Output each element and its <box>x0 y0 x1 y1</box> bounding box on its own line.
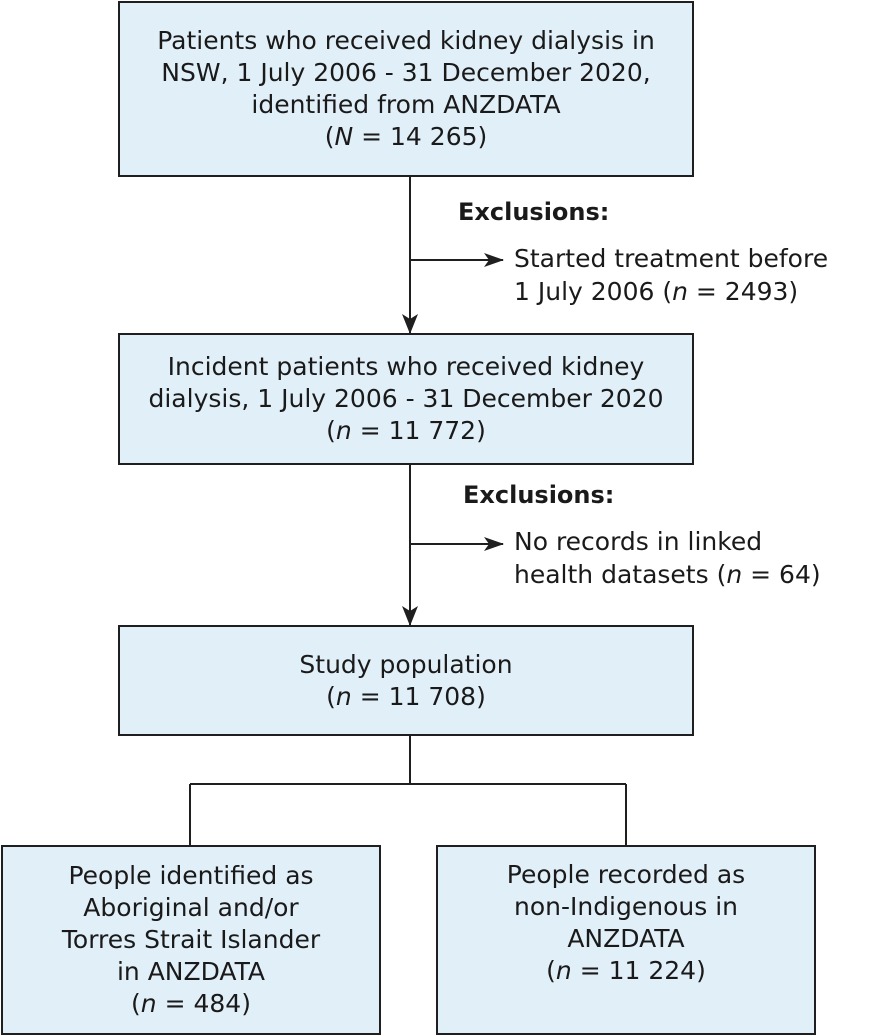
exclusion-2-text: No records in linked health datasets (n … <box>514 525 821 591</box>
exclusion-1-line-1: Started treatment before <box>514 244 829 273</box>
box-non-indigenous-line-1: People recorded as <box>506 860 746 889</box>
box-study-count: (n = 11 708) <box>326 681 486 711</box>
exclusion-2-line-1: No records in linked <box>514 527 763 556</box>
box-non-indigenous-count: (n = 11 224) <box>546 956 706 985</box>
box-aboriginal-line-2: Aboriginal and/or <box>83 893 299 922</box>
box-incident-line-1: Incident patients who received kidney <box>167 352 645 381</box>
box-total-patients: Patients who received kidney dialysis in… <box>118 1 694 177</box>
box-aboriginal-line-3: Torres Strait Islander <box>61 925 321 954</box>
box-non-indigenous-line-2: non-Indigenous in <box>513 892 739 921</box>
box-aboriginal-count: (n = 484) <box>131 989 251 1018</box>
box-non-indigenous-line-3: ANZDATA <box>567 924 685 953</box>
box-total-count: (N = 14 265) <box>324 122 488 151</box>
box-non-indigenous: People recorded as non-Indigenous in ANZ… <box>436 845 816 1035</box>
box-aboriginal-line-4: in ANZDATA <box>116 957 266 986</box>
exclusion-1-heading: Exclusions: <box>458 198 610 226</box>
box-total-line-3: identified from ANZDATA <box>251 90 561 119</box>
box-total-line-1: Patients who received kidney dialysis in <box>157 26 655 55</box>
exclusion-2-heading: Exclusions: <box>463 481 615 509</box>
exclusion-2-line-2: health datasets (n = 64) <box>514 560 821 589</box>
box-incident-line-2: dialysis, 1 July 2006 - 31 December 2020 <box>148 384 664 413</box>
box-incident-count: (n = 11 772) <box>326 416 486 445</box>
box-incident-patients: Incident patients who received kidney di… <box>118 333 694 465</box>
box-study-population: Study population (n = 11 708) <box>118 625 694 736</box>
split-connector <box>189 736 627 845</box>
box-study-line-1: Study population <box>299 649 513 679</box>
exclusion-1-line-2: 1 July 2006 (n = 2493) <box>514 277 799 306</box>
exclusion-1-text: Started treatment before 1 July 2006 (n … <box>514 242 828 308</box>
box-aboriginal: People identified as Aboriginal and/or T… <box>1 845 381 1035</box>
box-aboriginal-line-1: People identified as <box>68 861 314 890</box>
box-total-line-2: NSW, 1 July 2006 - 31 December 2020, <box>161 58 651 87</box>
